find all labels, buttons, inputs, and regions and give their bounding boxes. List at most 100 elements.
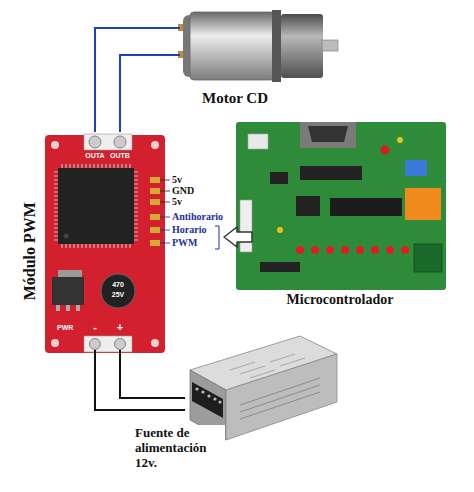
pwm-board-part xyxy=(62,244,130,248)
signal-arrow xyxy=(224,227,252,247)
dc-motor-part xyxy=(190,12,275,80)
microcontroller-board-part xyxy=(401,246,409,254)
microcontroller-board xyxy=(236,122,446,290)
pwm-board-part xyxy=(101,274,135,308)
microcontroller-board-part xyxy=(326,246,334,254)
power-supply-part xyxy=(218,400,221,403)
pin-label: OUTA xyxy=(84,150,106,162)
microcontroller-board-part xyxy=(296,196,320,216)
pwm-board-part xyxy=(150,199,160,205)
pwm-board-part xyxy=(150,188,160,194)
microcontroller-board-part xyxy=(386,246,394,254)
microcontroller-node: Microcontrolador xyxy=(252,120,448,312)
pin-label: 470 xyxy=(106,279,130,291)
pwm-board-part xyxy=(84,336,132,352)
power-supply-part xyxy=(195,387,198,390)
pin-label: OUTB xyxy=(109,150,131,162)
microcontroller-board-part xyxy=(341,246,349,254)
power-supply-part xyxy=(201,390,204,393)
wire xyxy=(120,55,180,132)
pwm-board-part xyxy=(160,217,170,243)
signal-bracket xyxy=(215,226,219,249)
power-supply-part xyxy=(226,354,337,440)
power-supply-part xyxy=(192,382,223,418)
pin-label: Horario xyxy=(172,224,206,236)
pwm-board-part xyxy=(66,305,70,311)
microcontroller-board-part xyxy=(330,198,402,216)
pwm-board-part xyxy=(160,180,170,202)
microcontroller-board-part xyxy=(414,244,442,272)
microcontroller-board-part xyxy=(405,160,427,176)
pwm-board-part xyxy=(150,214,160,220)
dc-motor-part xyxy=(281,14,323,78)
pwm-board-part xyxy=(90,339,101,350)
node-label: Microcontrolador xyxy=(270,292,410,308)
power-supply-part xyxy=(240,378,320,419)
pwm-board-part xyxy=(52,277,84,305)
wire xyxy=(95,350,185,410)
pwm-board-part xyxy=(151,141,159,149)
dc-motor-part xyxy=(272,10,281,82)
pin-label: + xyxy=(115,321,125,333)
power-supply-part xyxy=(240,378,320,419)
pwm-board-part xyxy=(51,339,59,347)
node-label: Módulo PWM xyxy=(21,191,39,311)
power-supply-node: Fuente de alimentación 12v. xyxy=(185,335,337,445)
pwm-board-part xyxy=(56,305,60,311)
microcontroller-board-part xyxy=(405,188,441,220)
pin-label: - xyxy=(90,321,100,333)
pwm-board-part xyxy=(62,164,130,168)
microcontroller-board-part xyxy=(296,246,304,254)
pwm-board-part xyxy=(51,141,59,149)
pwm-board-part xyxy=(54,164,138,248)
pwm-board-part xyxy=(54,172,58,240)
pwm-board-part xyxy=(160,180,170,202)
microcontroller-board-part xyxy=(300,166,362,180)
power-supply-part xyxy=(195,387,221,403)
motor-node: Motor CD xyxy=(180,2,340,109)
pwm-board-part xyxy=(160,217,170,243)
microcontroller-board-part xyxy=(236,122,446,290)
pin-label: 5v xyxy=(172,196,182,208)
wire xyxy=(95,28,180,132)
pwm-board-part xyxy=(150,240,160,246)
pin-label: GND xyxy=(172,185,194,197)
power-supply-part xyxy=(213,397,216,400)
pwm-board-part xyxy=(45,135,165,353)
microcontroller-board-part xyxy=(381,146,390,155)
microcontroller-board-part xyxy=(270,172,288,184)
pwm-board-part xyxy=(150,227,160,233)
node-label: Motor CD xyxy=(185,90,285,107)
pwm-board-part xyxy=(58,168,134,244)
microcontroller-board-part xyxy=(356,246,364,254)
microcontroller-board-part xyxy=(248,134,268,149)
pwm-board-part xyxy=(150,177,160,183)
pwm-board-part xyxy=(64,234,69,239)
wire xyxy=(120,350,185,398)
power-supply-part xyxy=(207,394,210,397)
pwm-board xyxy=(45,134,170,353)
microcontroller-board-part xyxy=(260,262,300,272)
microcontroller-board-part xyxy=(311,246,319,254)
pwm-board-part xyxy=(151,339,159,347)
pwm-board-part xyxy=(89,136,101,148)
microcontroller-board-part xyxy=(277,227,283,233)
pin-label: 5v xyxy=(172,174,182,186)
pwm-board-part xyxy=(114,136,126,148)
pwm-board-part xyxy=(115,339,126,350)
pwm-board-part xyxy=(84,134,132,150)
dc-motor-part xyxy=(322,40,338,51)
microcontroller-board-part xyxy=(397,137,403,143)
microcontroller-board-part xyxy=(308,126,348,142)
microcontroller-board-part xyxy=(371,246,379,254)
microcontroller-board-part xyxy=(296,246,409,254)
microcontroller-board-part xyxy=(240,200,252,252)
pin-label: PWR xyxy=(57,322,73,334)
pin-label: PWM xyxy=(172,237,198,249)
pwm-board-part xyxy=(58,270,82,278)
pwm-board-part xyxy=(76,305,80,311)
node-label: Fuente de alimentación 12v. xyxy=(135,425,225,472)
